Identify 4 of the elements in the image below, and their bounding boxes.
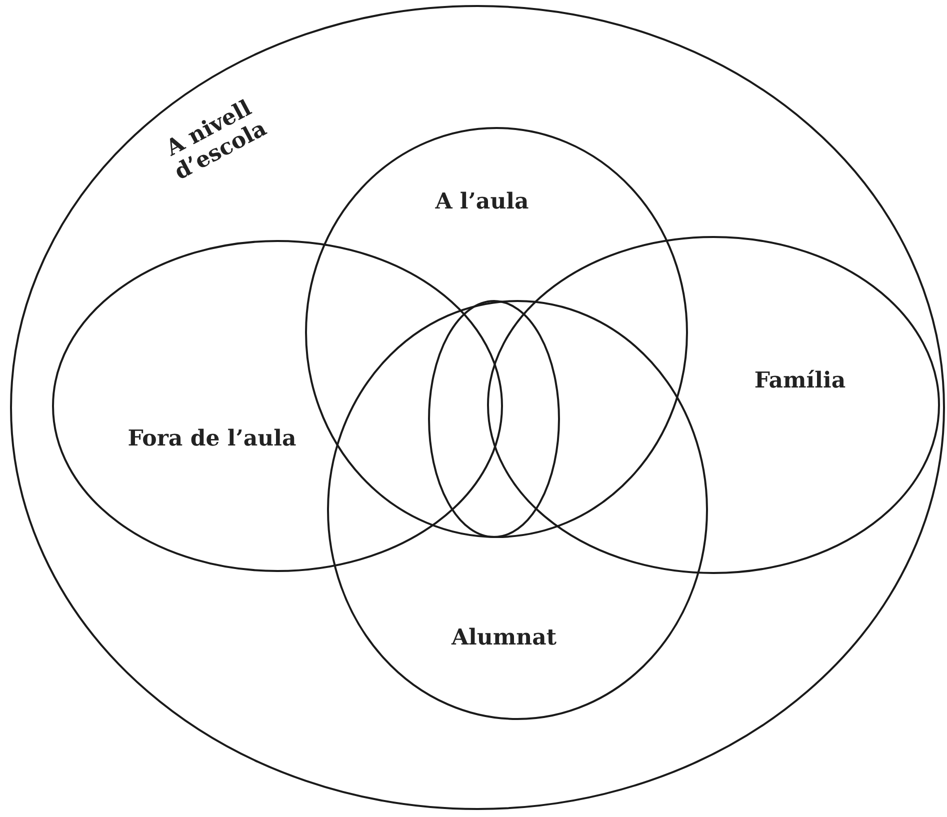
region-label: Fora de l’aula [126,426,298,452]
region-label: A l’aula [434,189,530,215]
region-label: Família [753,368,847,394]
region-label: Alumnat [450,625,558,651]
